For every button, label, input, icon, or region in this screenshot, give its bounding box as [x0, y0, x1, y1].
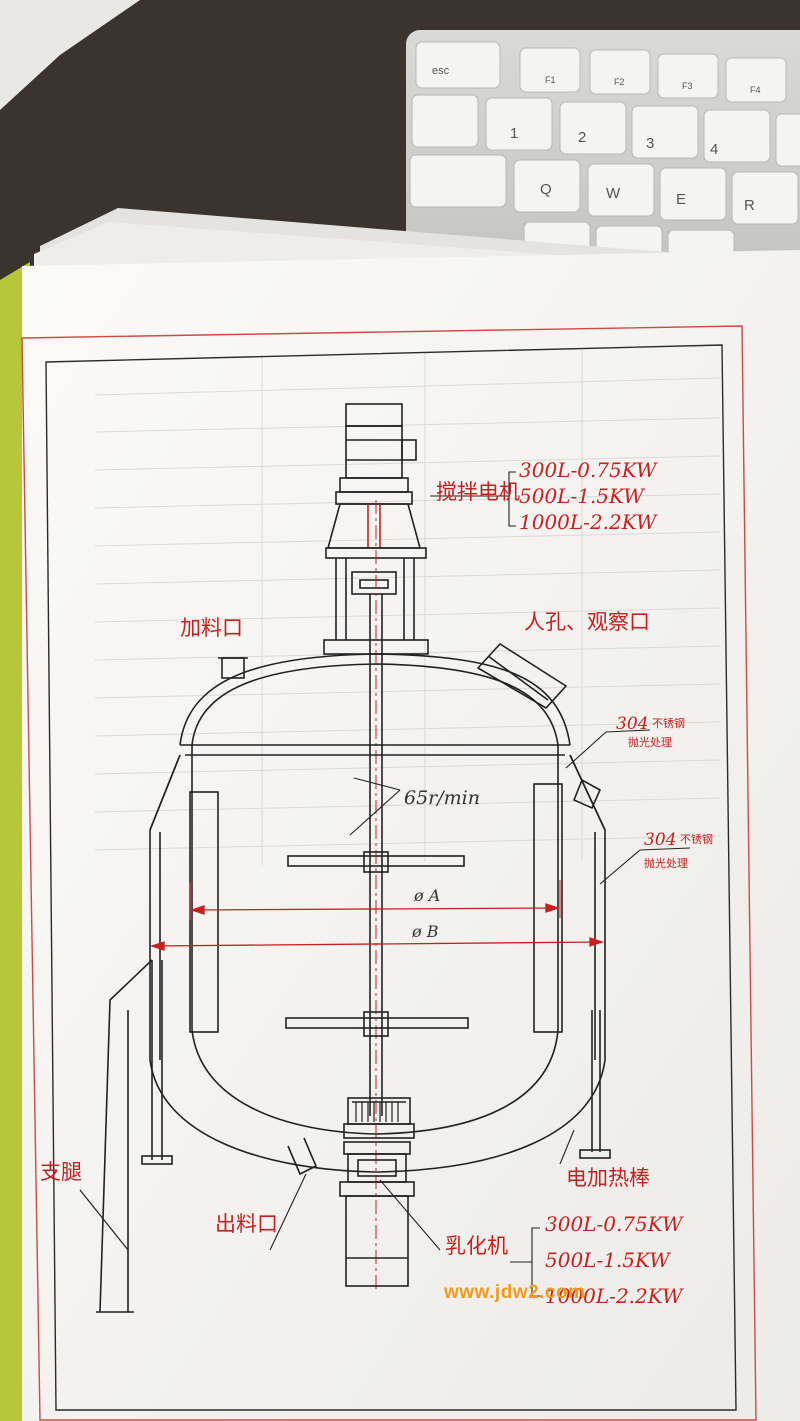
key-2: 2 — [578, 129, 587, 146]
key-3: 3 — [646, 135, 655, 152]
inner-material-cn: 不锈钢 — [652, 717, 685, 730]
key-4: 4 — [710, 141, 719, 158]
key-r: R — [744, 197, 755, 214]
emulsifier-label: 乳化机 — [445, 1234, 508, 1258]
emulsifier-spec-1000: 1000L-2.2KW — [545, 1284, 683, 1308]
motor-label: 搅拌电机 — [436, 480, 520, 504]
key-f3: F3 — [682, 81, 693, 91]
diameter-b: ø B — [412, 922, 439, 941]
dimension-lines — [149, 880, 605, 951]
vessel-drawing — [79, 403, 611, 1313]
legs-label: 支腿 — [40, 1160, 82, 1184]
inner-material: 304 — [616, 714, 649, 734]
speed-label: 65r/min — [404, 787, 480, 809]
key-f1: F1 — [545, 75, 556, 85]
watermark: www.jdw2.com — [444, 1282, 586, 1303]
outer-material-cn: 不锈钢 — [680, 833, 713, 846]
key-w: W — [606, 185, 621, 202]
keyboard — [406, 30, 800, 271]
key-1: 1 — [510, 125, 519, 142]
key-q: Q — [540, 181, 552, 198]
manhole-label: 人孔、观察口 — [524, 610, 650, 634]
heater-label: 电加热棒 — [566, 1166, 650, 1190]
motor-spec-500: 500L-1.5KW — [519, 484, 644, 508]
outer-finish: 抛光处理 — [644, 857, 688, 870]
key-f2: F2 — [614, 77, 625, 87]
diameter-a: ø A — [414, 886, 441, 905]
emulsifier-spec-300: 300L-0.75KW — [545, 1212, 683, 1236]
outlet-label: 出料口 — [215, 1212, 278, 1236]
inner-finish: 抛光处理 — [628, 736, 672, 749]
callout-leaders — [269, 471, 691, 1297]
main-paper — [22, 250, 800, 1421]
emulsifier-spec-500: 500L-1.5KW — [545, 1248, 670, 1272]
motor-spec-1000: 1000L-2.2KW — [519, 510, 657, 534]
motor-spec-300: 300L-0.75KW — [519, 458, 657, 482]
key-esc: esc — [432, 65, 450, 77]
corner-paper — [0, 0, 140, 110]
key-e: E — [676, 191, 687, 208]
outer-material: 304 — [644, 830, 677, 850]
feed-port-label: 加料口 — [180, 616, 243, 640]
key-f4: F4 — [750, 85, 761, 95]
